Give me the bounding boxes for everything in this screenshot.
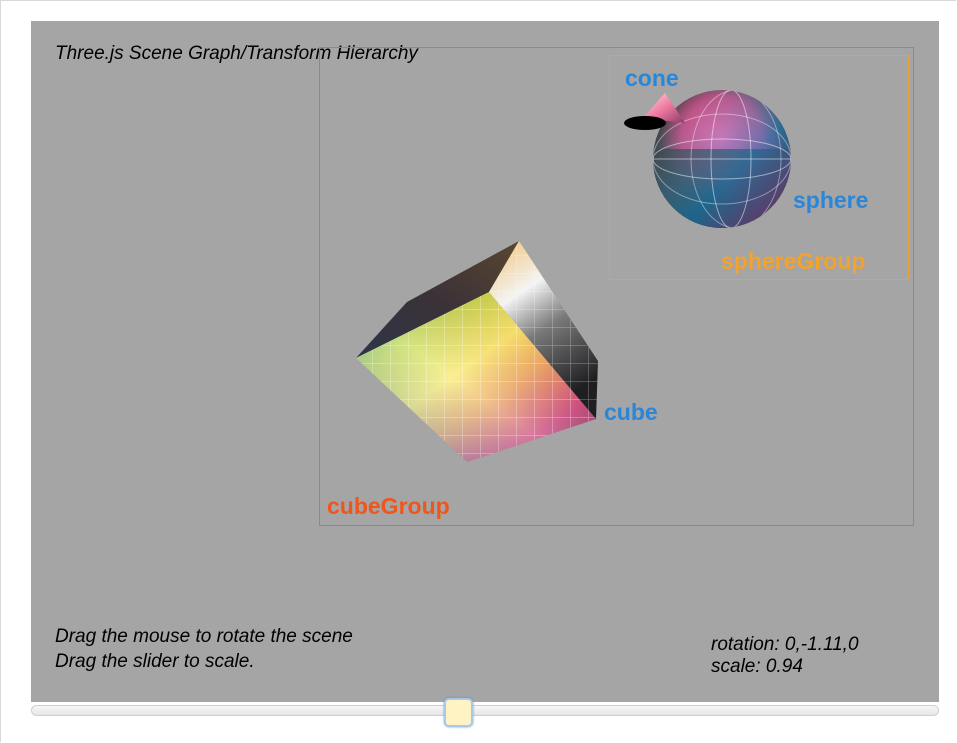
cube-group-bounds [319,47,914,526]
instruction-rotate: Drag the mouse to rotate the scene [55,626,353,647]
instructions: Drag the mouse to rotate the scene Drag … [55,624,353,674]
scale-readout: scale: 0.94 [711,656,803,677]
scene-canvas [356,90,791,462]
rotation-readout: rotation: 0,-1.11,0 [711,634,859,655]
scale-slider-track[interactable] [31,705,939,716]
cube-label: cube [604,399,658,425]
sphere-label: sphere [793,187,869,213]
sphere-group-label: sphereGroup [721,248,866,274]
cone-label: cone [625,65,679,91]
scale-slider-thumb[interactable] [444,698,473,727]
cone-mesh [624,93,685,130]
cube-mesh [356,241,598,462]
demo-title: Three.js Scene Graph/Transform Hierarchy [55,43,418,64]
status-readout: rotation: 0,-1.11,0 scale: 0.94 [711,634,859,678]
cube-group-label: cubeGroup [327,493,450,519]
webgl-viewport[interactable]: Three.js Scene Graph/Transform Hierarchy… [31,21,939,702]
instruction-scale: Drag the slider to scale. [55,651,255,672]
sphere-group-bounds [609,55,909,280]
